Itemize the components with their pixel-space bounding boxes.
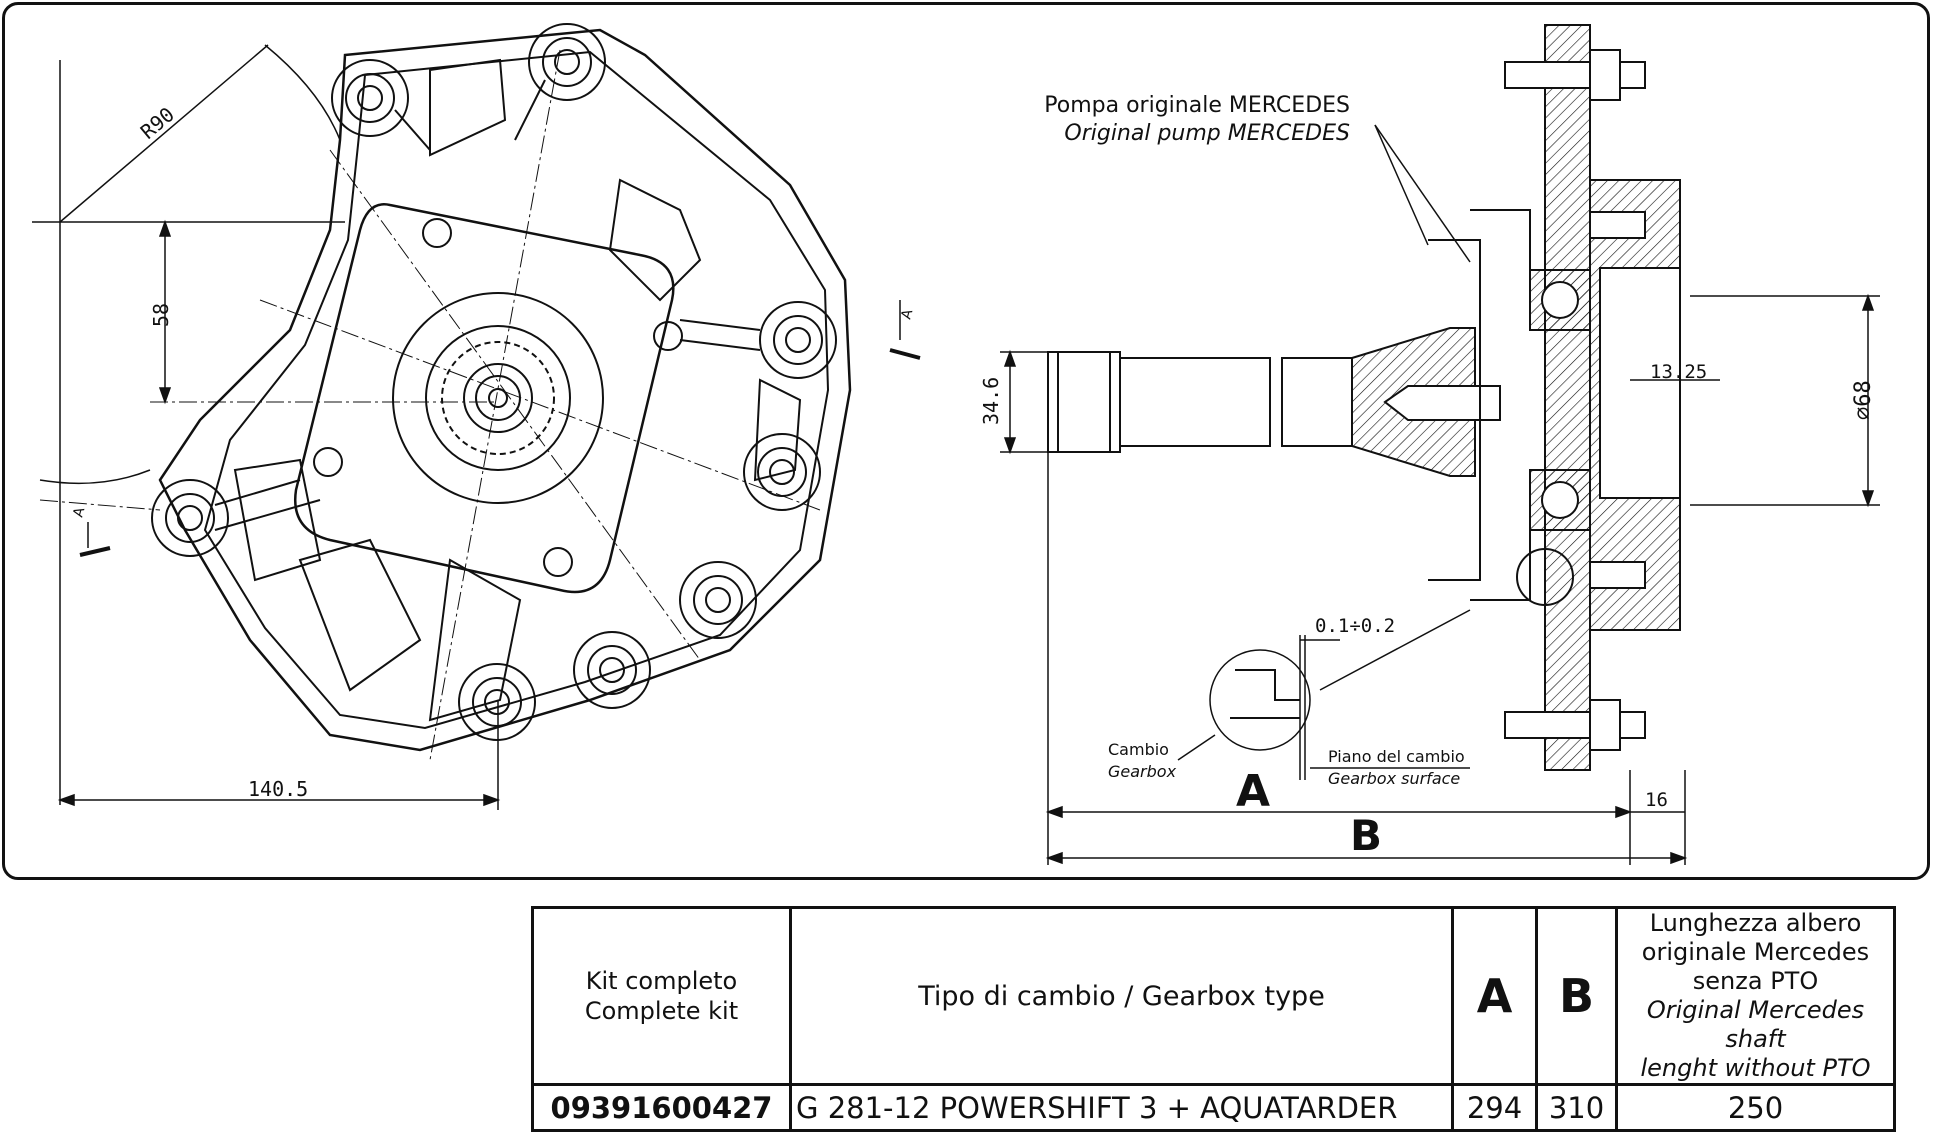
section-mark-a-right: A — [898, 307, 916, 321]
row-b-value: 310 — [1535, 1083, 1618, 1132]
gearbox-label-it: Cambio — [1108, 740, 1169, 759]
left-dimensions — [32, 44, 921, 810]
right-dimensions — [1000, 124, 1880, 865]
row-length-value: 250 — [1615, 1083, 1896, 1132]
dim-offset-label: 13.25 — [1650, 361, 1707, 383]
surface-label-en: Gearbox surface — [1328, 769, 1460, 788]
header-kit-en: Complete kit — [584, 997, 739, 1025]
dim-flange-label: 16 — [1645, 789, 1668, 811]
header-length-en-2: lenght without PTO — [1640, 1054, 1871, 1082]
pump-label-it: Pompa originale MERCEDES — [1044, 93, 1350, 118]
header-length: Lunghezza albero originale Mercedes senz… — [1615, 906, 1896, 1086]
dim-horizontal-label: 140.5 — [248, 777, 308, 801]
header-length-it-2: originale Mercedes — [1641, 938, 1870, 966]
dim-vertical-label: 58 — [149, 303, 173, 327]
surface-label-it: Piano del cambio — [1328, 747, 1465, 766]
gearbox-label-en: Gearbox — [1108, 762, 1177, 781]
header-length-it-1: Lunghezza albero — [1649, 909, 1862, 937]
shaft-section-view — [1047, 24, 1681, 771]
row-kit-code: 09391600427 — [531, 1083, 792, 1132]
drawing-frame — [2, 2, 1930, 880]
table-row: 09391600427 G 281-12 POWERSHIFT 3 + AQUA… — [531, 1083, 1896, 1132]
spec-table-header-row: Kit completo Complete kit Tipo di cambio… — [531, 906, 1896, 1086]
pump-label-en: Original pump MERCEDES — [1064, 121, 1350, 146]
dim-tolerance-label: 0.1÷0.2 — [1315, 615, 1395, 637]
header-type: Tipo di cambio / Gearbox type — [789, 906, 1454, 1086]
dimension-letter-a: A — [1236, 766, 1270, 817]
dim-diameter-label: ⌀68 — [1851, 380, 1876, 420]
header-a: A — [1451, 906, 1538, 1086]
pump-front-view — [39, 23, 852, 761]
header-kit: Kit completo Complete kit — [531, 906, 792, 1086]
header-b: B — [1535, 906, 1618, 1086]
row-a-value: 294 — [1451, 1083, 1538, 1132]
header-kit-it: Kit completo — [585, 967, 738, 995]
row-gearbox-type: G 281-12 POWERSHIFT 3 + AQUATARDER — [789, 1083, 1454, 1132]
header-length-it-3: senza PTO — [1692, 967, 1819, 995]
header-length-en-1: Original Mercedes shaft — [1646, 996, 1865, 1053]
bolt-heads — [151, 23, 837, 741]
technical-drawing: R90 58 140.5 A A — [32, 23, 1880, 865]
dim-radius-label: R90 — [136, 102, 179, 144]
section-mark-a-left: A — [70, 505, 88, 519]
dim-height-label: 34.6 — [979, 377, 1003, 425]
dimension-letter-b: B — [1350, 811, 1382, 860]
spec-table: Kit completo Complete kit Tipo di cambio… — [531, 906, 1896, 1132]
